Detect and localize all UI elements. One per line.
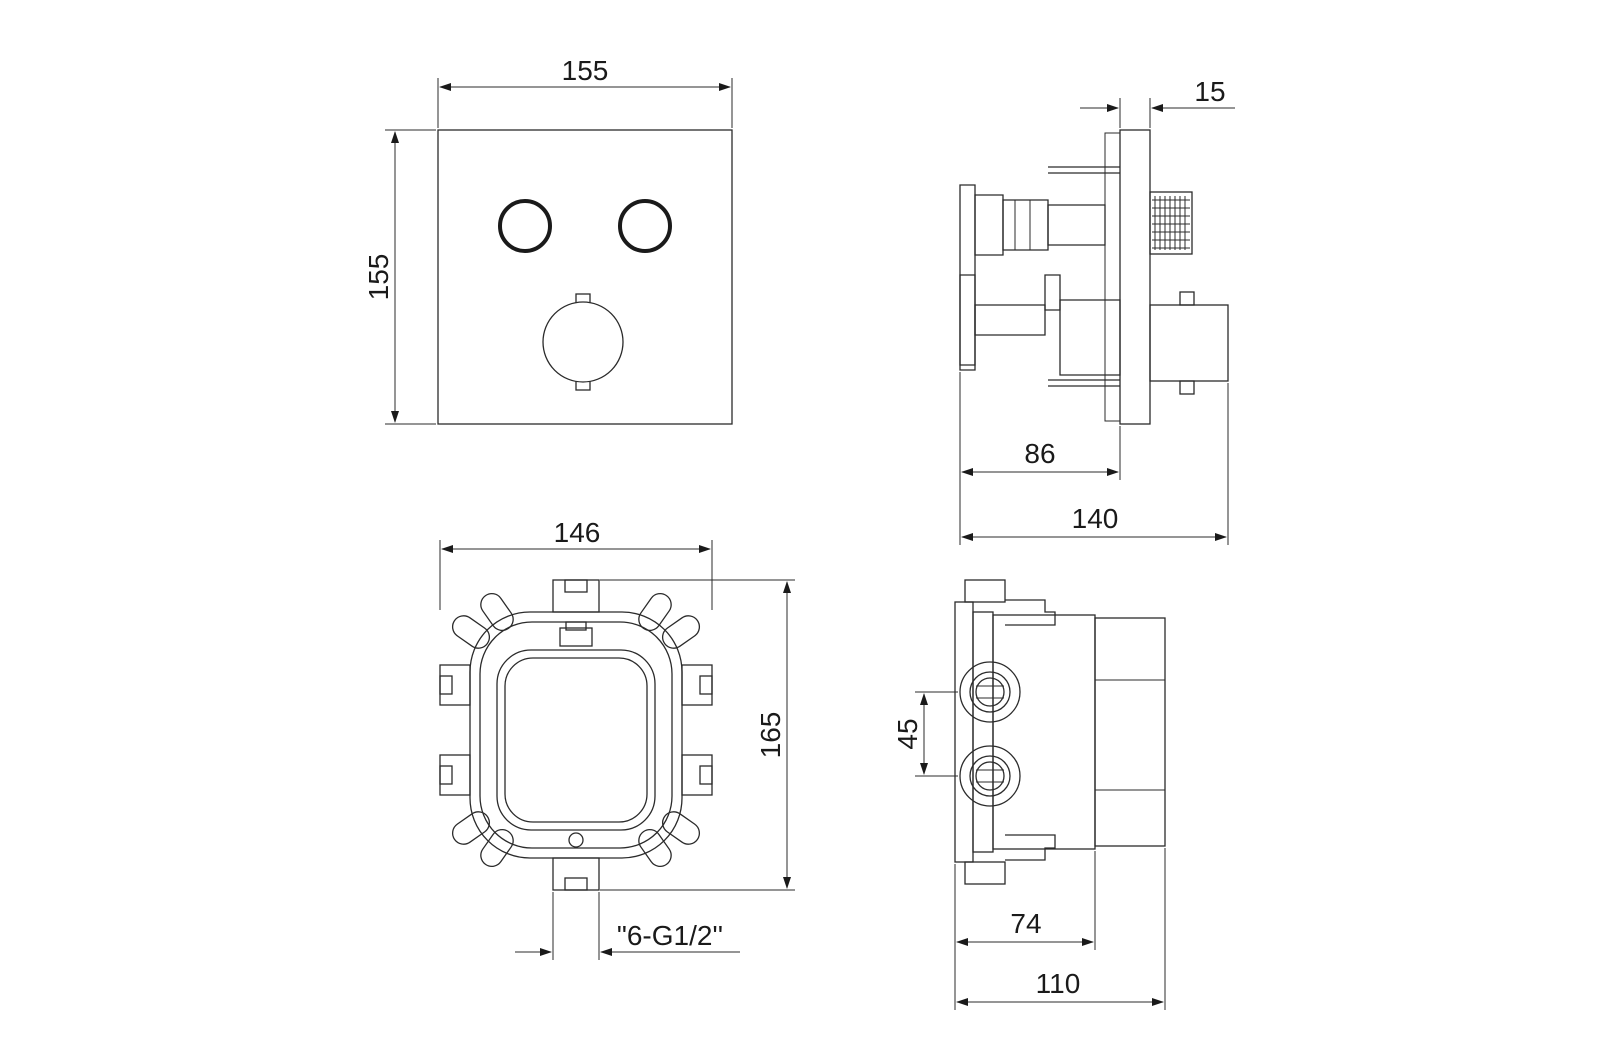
dim-side-86: 86: [959, 372, 1121, 545]
box-outer-frame: [469, 611, 683, 859]
dim-label-15: 15: [1194, 76, 1225, 107]
dim-box-74: 74: [954, 851, 1096, 1010]
dim-label-140: 140: [1072, 503, 1119, 534]
dim-side-140: 140: [961, 383, 1229, 545]
dim-box-165: 165: [600, 579, 795, 891]
knurl-pattern: [1152, 196, 1190, 250]
dim-label-74: 74: [1010, 908, 1041, 939]
dim-pitch-45: 45: [892, 691, 958, 777]
dim-box-146: 146: [439, 517, 713, 610]
box-front-view: 146 165 "6-G1/2'': [439, 517, 795, 960]
box-sleeve: [1094, 617, 1166, 847]
dim-label-165: 165: [755, 712, 786, 759]
front-view: 155 155: [363, 55, 733, 425]
dim-front-height: 155: [363, 129, 436, 425]
side-cover-plate: [1119, 129, 1151, 425]
left-connector-upper: [439, 664, 471, 706]
side-view: 15 86 140: [959, 76, 1235, 545]
dim-side-15: 15: [1080, 76, 1235, 128]
dim-label-146: 146: [554, 517, 601, 548]
top-connector: [552, 579, 600, 613]
bottom-connector: [552, 857, 600, 891]
push-button-right: [618, 199, 672, 253]
box-inner-window: [496, 649, 656, 831]
right-connector-lower: [681, 754, 713, 796]
inlet-upper: [959, 661, 1021, 723]
dim-label-thread: "6-G1/2'': [617, 920, 723, 951]
dim-label-45: 45: [892, 718, 923, 749]
left-connector-lower: [439, 754, 471, 796]
dim-label-155-width: 155: [562, 55, 609, 86]
box-side-view: 45 74 110: [892, 579, 1166, 1010]
dim-label-155-height: 155: [363, 254, 394, 301]
dim-label-110: 110: [1036, 968, 1081, 999]
right-connector-upper: [681, 664, 713, 706]
box-body: [992, 614, 1096, 850]
dim-front-width: 155: [437, 55, 733, 128]
inlet-lower: [959, 745, 1021, 807]
cover-plate: [437, 129, 733, 425]
knurled-button: [1149, 191, 1193, 255]
thermostat-knob: [542, 293, 624, 391]
dim-label-86: 86: [1024, 438, 1055, 469]
push-button-left: [498, 199, 552, 253]
dim-thread: "6-G1/2'': [515, 892, 740, 960]
side-knob: [1149, 304, 1229, 382]
mounting-lugs: [451, 592, 701, 868]
dim-box-110: 110: [956, 848, 1166, 1010]
